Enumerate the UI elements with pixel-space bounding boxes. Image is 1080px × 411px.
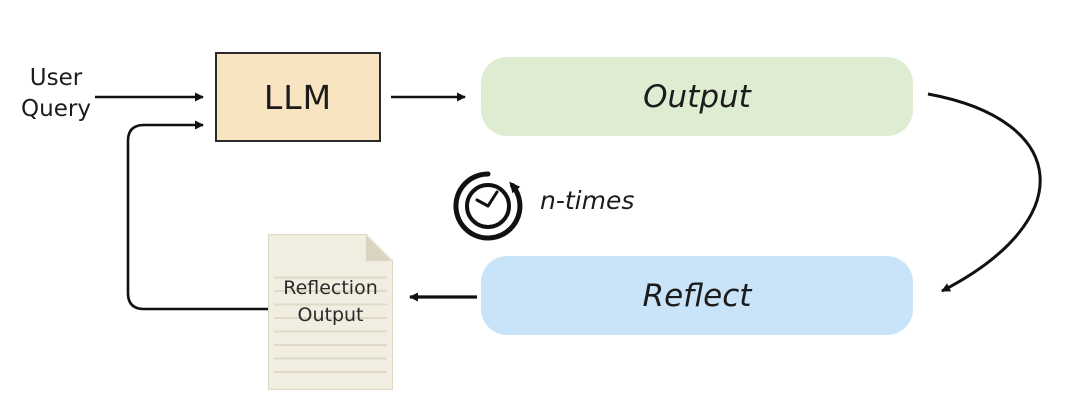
output-label: Output [643, 78, 751, 115]
reflect-label: Reflect [642, 277, 752, 314]
repeat-arc [453, 171, 523, 241]
arrow-output-to-reflect-curve [927, 92, 1042, 293]
reflection-output-document: Reflection Output [268, 234, 393, 390]
reflection-output-label: Reflection Output [283, 277, 378, 326]
user-query-label: User Query [21, 65, 91, 122]
reflect-node: Reflect [481, 256, 913, 335]
llm-label: LLM [263, 77, 333, 117]
n-times-label: n-times [540, 186, 635, 215]
clock-repeat-icon [453, 171, 523, 241]
output-node: Output [481, 57, 913, 136]
llm-node: LLM [215, 52, 381, 142]
arrow-reflection-output-to-llm-loop [126, 120, 268, 311]
clock-hands [475, 190, 499, 208]
document-ruled-lines [274, 265, 387, 383]
